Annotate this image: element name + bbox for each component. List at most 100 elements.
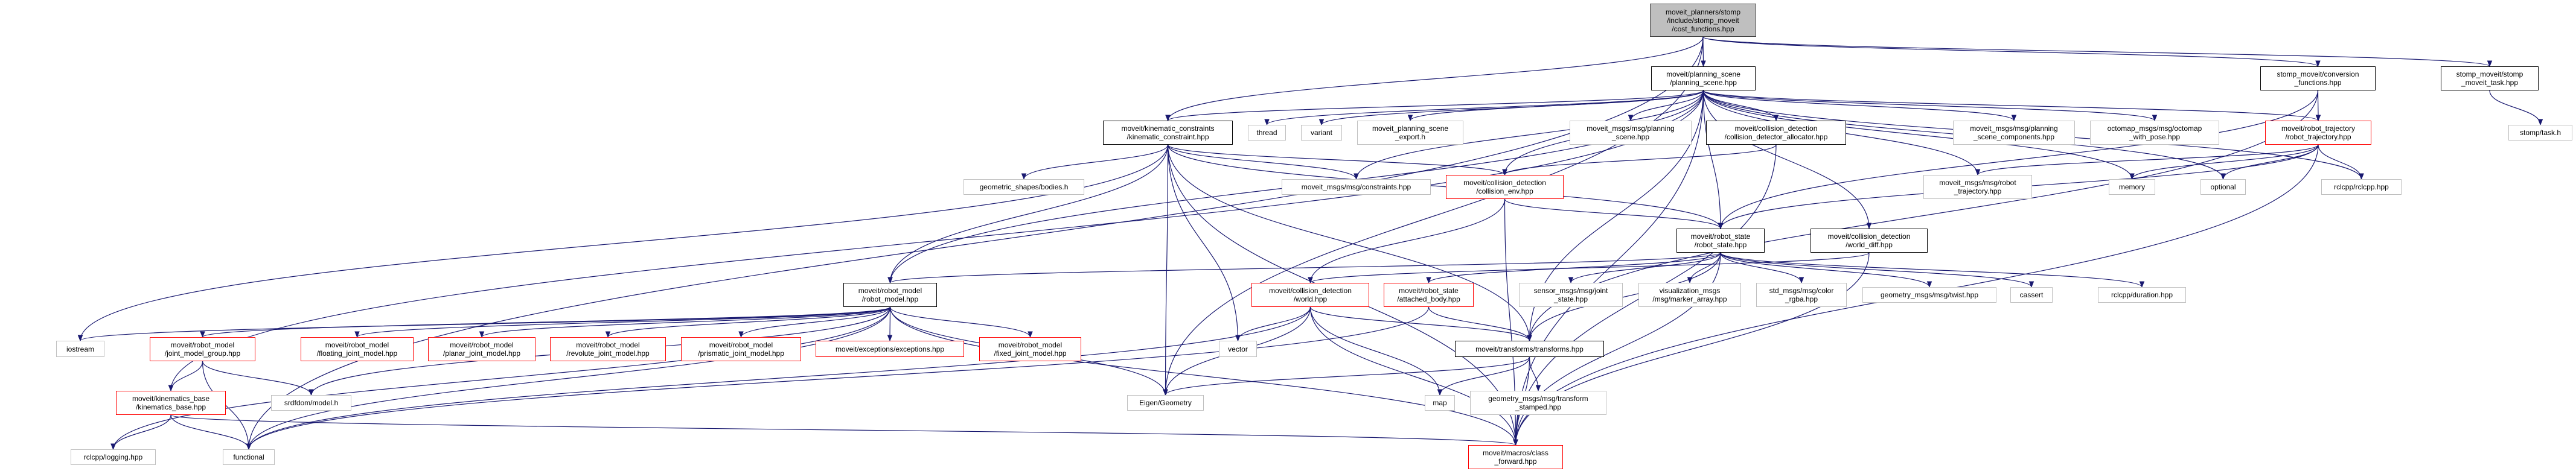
node-label-line: _forward.hpp [1494, 457, 1537, 466]
node-label-line: _moveit_task.hpp [2461, 78, 2519, 87]
dependency-edge-kc-to-rmodel [887, 144, 1169, 284]
graph-node-planar[interactable]: moveit/robot_model/planar_joint_model.hp… [428, 337, 535, 361]
dependency-edge-kc-to-bodies [1021, 144, 1169, 180]
dependency-edge-rstate-to-sensor [1568, 252, 1721, 284]
dependency-edge-ps-to-rtraj [1702, 90, 2321, 122]
graph-node-logging: rclcpp/logging.hpp [71, 449, 156, 465]
node-label-line: map [1433, 399, 1447, 407]
dependency-edge-ps-to-octo [1702, 90, 2158, 122]
graph-node-prismatic[interactable]: moveit/robot_model/prismatic_joint_model… [681, 337, 801, 361]
graph-node-rstate[interactable]: moveit/robot_state/robot_state.hpp [1676, 229, 1765, 253]
node-label-line: moveit/collision_detection [1827, 232, 1911, 241]
node-label-line: sensor_msgs/msg/joint [1533, 286, 1608, 295]
graph-node-fixed[interactable]: moveit/robot_model/fixed_joint_model.hpp [979, 337, 1081, 361]
node-label-line: rclcpp/rclcpp.hpp [2334, 183, 2389, 191]
graph-node-cf[interactable]: moveit/macros/class_forward.hpp [1468, 445, 1563, 469]
graph-node-kc[interactable]: moveit/kinematic_constraints/kinematic_c… [1103, 121, 1233, 145]
node-label-line: moveit/collision_detection [1463, 179, 1546, 187]
graph-node-thread: thread [1248, 125, 1286, 141]
node-label-line: optional [2210, 183, 2236, 191]
graph-node-alloc[interactable]: moveit/collision_detection/collision_det… [1706, 121, 1846, 145]
dependency-edge-ps-to-constr [1354, 90, 1704, 180]
dependency-edge-rstate-to-color [1720, 252, 1804, 284]
dependency-edge-rmodel-to-logging [110, 306, 891, 450]
dependency-edge-root-to-kc [1165, 36, 1704, 122]
node-label-line: moveit_msgs/msg/constraints.hpp [1301, 183, 1411, 191]
graph-node-duration: rclcpp/duration.hpp [2098, 287, 2186, 303]
dependency-edge-conv-to-rtraj [2315, 90, 2321, 122]
graph-node-vector: vector [1219, 341, 1257, 357]
graph-node-revolute[interactable]: moveit/robot_model/revolute_joint_model.… [550, 337, 666, 361]
node-label-line: moveit/robot_trajectory [2281, 124, 2356, 133]
node-label-line: moveit/planning_scene [1666, 70, 1740, 78]
node-label-line: /planar_joint_model.hpp [443, 349, 521, 358]
graph-node-variant: variant [1301, 125, 1342, 141]
dependency-edge-attached-to-functional [246, 306, 1430, 450]
dependency-edge-ps-to-psc [1702, 90, 2017, 122]
node-label-line: _functions.hpp [2294, 78, 2342, 87]
graph-node-ps[interactable]: moveit/planning_scene/planning_scene.hpp [1651, 66, 1756, 90]
graph-node-sensor: sensor_msgs/msg/joint_state.hpp [1519, 283, 1623, 307]
dependency-edge-cenv-to-world [1308, 198, 1506, 284]
graph-node-optional: optional [2200, 179, 2246, 195]
dependency-edge-rtraj-to-memory [2129, 144, 2319, 180]
graph-node-transforms[interactable]: moveit/transforms/transforms.hpp [1455, 341, 1604, 357]
dependency-edge-ps-to-wdiff [1702, 90, 1872, 230]
graph-node-rmodel[interactable]: moveit/robot_model/robot_model.hpp [843, 283, 937, 307]
dependency-edge-kc-to-cenv [1167, 144, 1507, 176]
graph-node-world[interactable]: moveit/collision_detection/world.hpp [1251, 283, 1369, 307]
graph-node-tstamped: geometry_msgs/msg/transform_stamped.hpp [1470, 391, 1606, 415]
graph-node-color: std_msgs/msg/color_rgba.hpp [1756, 283, 1847, 307]
graph-node-conv[interactable]: stomp_moveit/conversion_functions.hpp [2260, 66, 2376, 90]
node-label-line: moveit/robot_state [1690, 232, 1751, 241]
dependency-edge-rtraj-to-msgtraj [1975, 144, 2319, 176]
node-label-line: _scene_components.hpp [1973, 133, 2055, 141]
dependency-edge-world-to-cf [1309, 306, 1518, 446]
node-label-line: moveit/robot_model [709, 341, 773, 349]
node-label-line: /robot_state.hpp [1694, 241, 1747, 249]
dependency-edge-world-to-transforms [1309, 306, 1532, 342]
graph-node-srdf: srdfdom/model.h [271, 395, 351, 411]
dependency-edge-jmg-to-kbase [168, 361, 203, 392]
graph-node-kbase[interactable]: moveit/kinematics_base/kinematics_base.h… [116, 391, 226, 415]
graph-node-wdiff[interactable]: moveit/collision_detection/world_diff.hp… [1811, 229, 1928, 253]
graph-node-attached[interactable]: moveit/robot_state/attached_body.hpp [1384, 283, 1474, 307]
graph-node-msgps: moveit_msgs/msg/planning_scene.hpp [1570, 121, 1692, 145]
graph-node-task[interactable]: stomp_moveit/stomp_moveit_task.hpp [2441, 66, 2539, 90]
node-label-line: stomp/task.h [2519, 128, 2562, 137]
graph-node-exceptions[interactable]: moveit/exceptions/exceptions.hpp [816, 341, 964, 357]
dependency-edge-rstate-to-cassert [1720, 252, 2034, 288]
dependency-edge-kbase-to-logging [110, 414, 171, 450]
node-label-line: vector [1228, 344, 1248, 353]
graph-node-cenv[interactable]: moveit/collision_detection/collision_env… [1446, 175, 1564, 199]
dependency-edge-rmodel-to-iostream [78, 306, 891, 342]
node-label-line: /fixed_joint_model.hpp [994, 349, 1067, 358]
dependency-edge-world-to-map [1309, 306, 1443, 396]
node-label-line: /world.hpp [1293, 295, 1328, 303]
graph-node-iostream: iostream [56, 341, 104, 357]
graph-node-rtraj[interactable]: moveit/robot_trajectory/robot_trajectory… [2265, 121, 2371, 145]
graph-node-memory: memory [2109, 179, 2155, 195]
node-label-line: variant [1310, 128, 1333, 137]
graph-node-floating[interactable]: moveit/robot_model/floating_joint_model.… [301, 337, 414, 361]
node-label-line: memory [2118, 183, 2146, 191]
node-label-line: _with_pose.hpp [2129, 133, 2181, 141]
dependency-edge-root-to-conv [1702, 36, 2321, 68]
graph-node-bodies: geometric_shapes/bodies.h [964, 179, 1084, 195]
node-label-line: _rgba.hpp [1785, 295, 1818, 303]
node-label-line: _stamped.hpp [1515, 403, 1562, 411]
dependency-edge-kc-to-transforms [1167, 144, 1532, 342]
graph-node-jmg[interactable]: moveit/robot_model/joint_model_group.hpp [150, 337, 255, 361]
dependency-edge-kbase-to-cf [170, 414, 1518, 446]
graph-node-psc: moveit_msgs/msg/planning_scene_component… [1953, 121, 2075, 145]
graph-node-functional: functional [223, 449, 275, 465]
node-label-line: /robot_trajectory.hpp [2285, 133, 2351, 141]
dependency-edge-root-to-functional [246, 36, 1704, 450]
graph-node-export: moveit_planning_scene_export.h [1357, 121, 1463, 145]
node-label-line: /world_diff.hpp [1846, 241, 1893, 249]
node-label-line: srdfdom/model.h [284, 399, 339, 407]
node-label-line: thread [1256, 128, 1277, 137]
dependency-edge-task-to-taskh [2489, 90, 2543, 126]
node-label-line: moveit/robot_model [325, 341, 389, 349]
